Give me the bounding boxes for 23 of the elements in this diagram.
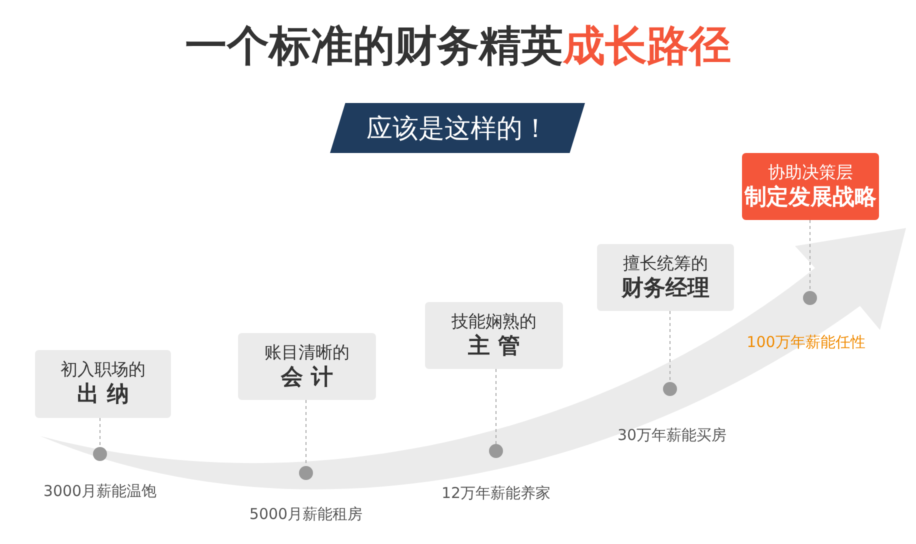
- stage-card: [742, 153, 879, 220]
- salary-label: 5000月薪能租房: [249, 505, 363, 524]
- stage-title: 主 管: [468, 332, 520, 360]
- salary-label: 12万年薪能养家: [441, 484, 551, 503]
- stage-description: 账目清晰的: [264, 342, 350, 364]
- title: 一个标准的财务精英成长路径: [184, 20, 732, 72]
- stage-card: [238, 333, 376, 400]
- stage-card: [597, 244, 734, 311]
- stage-title: 财务经理: [622, 274, 710, 302]
- stage-description: 擅长统筹的: [623, 252, 708, 274]
- milestone-dot: [93, 447, 107, 461]
- stage-description: 初入职场的: [60, 359, 146, 381]
- stage-title: 出 纳: [77, 381, 129, 409]
- banner: 应该是这样的！: [330, 103, 585, 153]
- stage-description: 协助决策层: [768, 162, 853, 184]
- stage-title: 制定发展战略: [744, 184, 876, 212]
- stage-description: 技能娴熟的: [452, 310, 536, 332]
- stage-card: [35, 350, 171, 418]
- salary-label: 3000月薪能温饱: [43, 482, 157, 501]
- salary-label: 30万年薪能买房: [617, 426, 727, 445]
- salary-label: 100万年薪能任性: [746, 333, 866, 352]
- stage-card: [425, 302, 563, 369]
- stage-title: 会 计: [281, 364, 333, 392]
